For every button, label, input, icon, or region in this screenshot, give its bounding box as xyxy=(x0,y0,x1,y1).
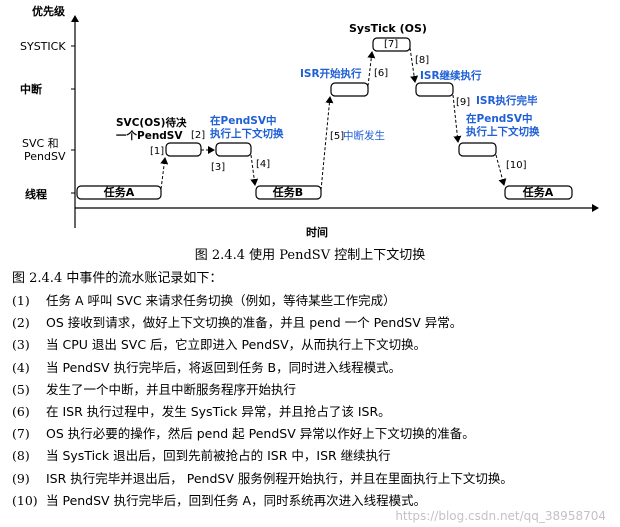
step-tag-10: [10] xyxy=(506,160,527,171)
step-text: OS 执行必要的操作，然后 pend 起 PendSV 异常以作好上下文切换的准… xyxy=(46,426,475,442)
step-item: (5) 发生了一个中断，并且中断服务程序开始执行 xyxy=(12,379,513,401)
x-axis-label: 时间 xyxy=(306,225,328,239)
step-item: (1) 任务 A 呼叫 SVC 来请求任务切换（例如，等待某些工作完成） xyxy=(12,290,513,312)
block-task-b xyxy=(255,185,322,200)
step-number: (3) xyxy=(12,337,30,353)
block-pendsv-2 xyxy=(458,142,497,157)
block-svc xyxy=(165,142,202,157)
step-tag-2: [2] xyxy=(191,130,205,141)
intro-text: 图 2.4.4 中事件的流水账记录如下： xyxy=(12,271,223,286)
block-task-b-label: 任务B xyxy=(272,185,303,199)
step-number: (9) xyxy=(12,470,30,486)
block-isr-2 xyxy=(415,82,454,97)
block-systick xyxy=(372,37,411,52)
step-item: (6) 在 ISR 执行过程中，发生 SysTick 异常，并且抢占了该 ISR。 xyxy=(12,401,513,423)
level-systick: SYSTICK xyxy=(20,40,66,53)
step-text: 在 ISR 执行过程中，发生 SysTick 异常，并且抢占了该 ISR。 xyxy=(46,403,391,419)
step-number: (10) xyxy=(12,492,38,508)
annotation-pendsv-switch-b-2: 执行上下文切换 xyxy=(466,125,540,138)
transition-5 xyxy=(320,96,334,191)
step-item: (10) 当 PendSV 执行完毕后，回到任务 A，同时系统再次进入线程模式。 xyxy=(12,490,513,512)
step-number: (7) xyxy=(12,426,30,442)
annotation-pendsv-switch-a-1: 在PendSV中 xyxy=(210,114,277,127)
pendsv-timing-diagram: 优先级 时间 SYSTICK 中断 SVC 和 PendSV 线程 任务A 任务… xyxy=(20,4,599,239)
annotation-irq-occurs: 中断发生 xyxy=(343,129,385,142)
step-tag-1: [1] xyxy=(150,146,164,157)
annotation-pendsv-switch-b-1: 在PendSV中 xyxy=(466,112,533,125)
step-text: 当 PendSV 执行完毕后，将返回到任务 B，同时进入线程模式。 xyxy=(46,359,402,375)
step-number: (1) xyxy=(12,293,30,308)
transition-1 xyxy=(160,157,169,190)
block-task-a-end-label: 任务A xyxy=(522,185,554,199)
watermark: https://blog.csdn.net/qq_38958704 xyxy=(395,509,606,523)
step-number: (2) xyxy=(12,315,30,331)
step-item: (7) OS 执行必要的操作，然后 pend 起 PendSV 异常以作好上下文切… xyxy=(12,423,513,445)
block-task-a-end xyxy=(504,185,573,200)
block-task-a-start xyxy=(76,185,162,200)
step-item: (8) 当 SysTick 退出后，回到先前被抢占的 ISR 中，ISR 继续执行 xyxy=(12,445,513,467)
annotation-isr-done: ISR执行完毕 xyxy=(476,94,538,107)
annotation-svc-wait-2: 一个PendSV xyxy=(116,129,183,142)
step-text: ISR 执行完毕并退出后， PendSV 服务例程开始执行，并且在里面执行上下文… xyxy=(46,470,513,486)
level-svc-pendsv-2: PendSV xyxy=(24,150,66,163)
step-tag-5: [5] xyxy=(330,131,344,142)
step-text: 发生了一个中断，并且中断服务程序开始执行 xyxy=(46,381,297,397)
step-tag-9: [9] xyxy=(456,97,470,108)
step-number: (6) xyxy=(12,403,30,419)
step-tag-7: [7] xyxy=(384,39,398,50)
block-pendsv-1 xyxy=(215,142,252,157)
step-text: 任务 A 呼叫 SVC 来请求任务切换（例如，等待某些工作完成） xyxy=(46,293,396,308)
level-thread: 线程 xyxy=(25,187,47,201)
step-number: (4) xyxy=(12,359,30,375)
step-tag-4: [4] xyxy=(256,159,270,170)
step-item: (4) 当 PendSV 执行完毕后，将返回到任务 B，同时进入线程模式。 xyxy=(12,357,513,379)
event-step-list: (1) 任务 A 呼叫 SVC 来请求任务切换（例如，等待某些工作完成） (2) O… xyxy=(12,290,513,512)
step-number: (8) xyxy=(12,448,30,464)
level-interrupt: 中断 xyxy=(20,82,42,96)
step-item: (3) 当 CPU 退出 SVC 后，它立即进入 PendSV，从而执行上下文切换… xyxy=(12,334,513,356)
step-tag-3: [3] xyxy=(211,162,225,173)
step-text: 当 CPU 退出 SVC 后，它立即进入 PendSV，从而执行上下文切换。 xyxy=(46,337,427,353)
step-tag-6: [6] xyxy=(374,68,388,79)
block-task-a-start-label: 任务A xyxy=(103,185,135,199)
level-svc-pendsv-1: SVC 和 xyxy=(22,137,59,150)
transition-3 xyxy=(250,154,259,186)
annotation-systick-os: SysTick (OS) xyxy=(349,22,427,35)
step-number: (5) xyxy=(12,381,30,397)
annotation-svc-wait-1: SVC(OS)待决 xyxy=(116,116,187,129)
transition-10 xyxy=(495,154,507,186)
figure-caption: 图 2.4.4 使用 PendSV 控制上下文切换 xyxy=(194,248,426,263)
step-text: 当 SysTick 退出后，回到先前被抢占的 ISR 中，ISR 继续执行 xyxy=(46,448,391,464)
annotation-isr-continue: ISR继续执行 xyxy=(420,69,482,82)
step-item: (2) OS 接收到请求，做好上下文切换的准备，并且 pend 一个 PendSV… xyxy=(12,312,513,334)
transition-8 xyxy=(409,47,419,83)
annotation-isr-start: ISR开始执行 xyxy=(300,67,362,80)
step-tag-8: [8] xyxy=(415,55,429,66)
y-axis-label: 优先级 xyxy=(32,4,66,18)
step-text: OS 接收到请求，做好上下文切换的准备，并且 pend 一个 PendSV 异常… xyxy=(46,315,463,331)
transition-9 xyxy=(452,94,462,143)
transition-6 xyxy=(367,51,376,87)
step-text: 当 PendSV 执行完毕后，回到任务 A，同时系统再次进入线程模式。 xyxy=(46,492,427,508)
step-item: (9) ISR 执行完毕并退出后， PendSV 服务例程开始执行，并且在里面执行… xyxy=(12,468,513,490)
annotation-pendsv-switch-a-2: 执行上下文切换 xyxy=(210,127,284,140)
block-isr-1 xyxy=(330,82,369,97)
